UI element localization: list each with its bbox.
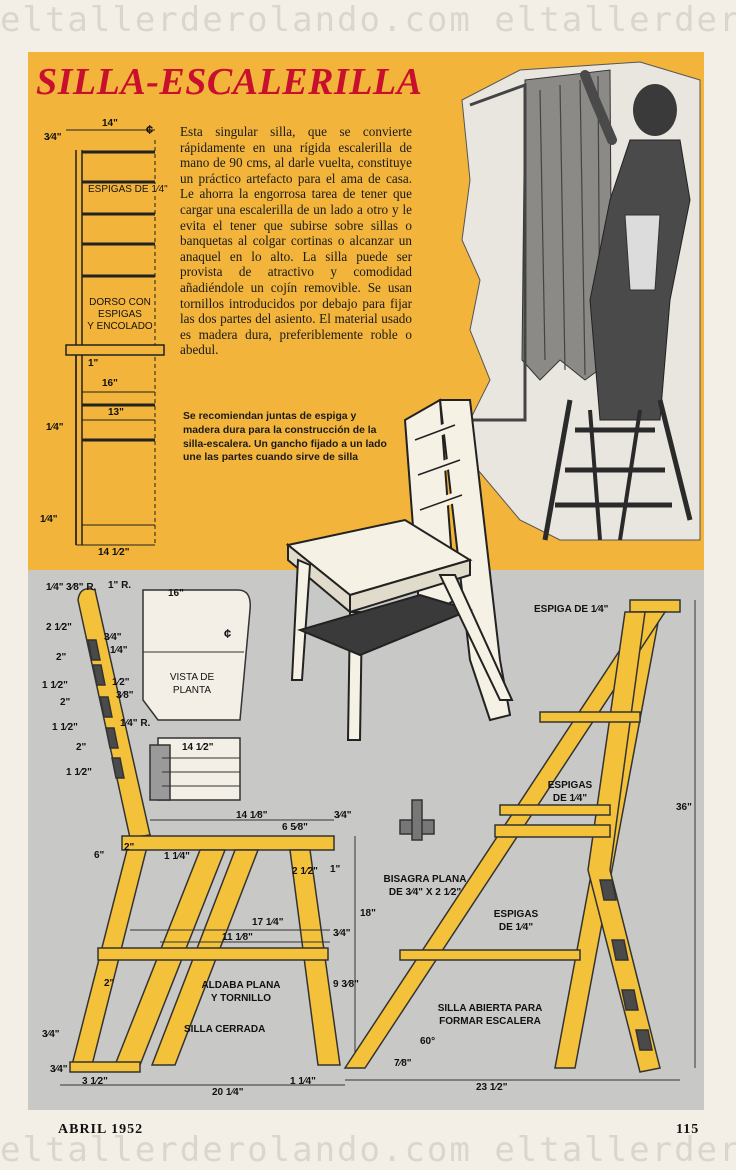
hinge-label: BISAGRA PLANA [383,874,467,885]
dim-label: 3⁄4" [333,928,351,939]
page-number: 115 [676,1122,700,1137]
dowel-label: ESPIGAS [547,780,593,791]
issue-date: ABRIL 1952 [58,1122,144,1137]
dim-label: 1" R. [108,580,132,591]
back-diagram [65,129,165,546]
open-chair-caption: FORMAR ESCALERA [439,1016,541,1027]
dim-label: 2" [104,978,115,989]
centerline-mark: ¢ [146,122,154,137]
dim-label: 2 1⁄2" [292,866,318,877]
hinge-label: DE 3⁄4" X 2 1⁄2" [388,887,462,898]
dim-label: 3 1⁄2" [82,1076,108,1087]
dim-label: 2" [124,842,135,853]
dowel-label: ESPIGA DE 1⁄4" [534,604,609,615]
dim-label: 1" [88,358,99,369]
dim-label: 1 1⁄4" [164,851,190,862]
dim-label: 14 1⁄8" [236,810,268,821]
dim-label: 14" [102,118,118,129]
dim-label: 18" [360,908,376,919]
dowel-label: DE 1⁄4" [552,793,588,804]
dim-label: 1⁄2" [112,677,130,688]
dim-label: 3⁄4" [42,1029,60,1040]
open-chair-caption: SILLA ABIERTA PARA [437,1003,543,1014]
chair-illustration [285,398,514,741]
dim-label: 3⁄8" [116,690,134,701]
dim-label: 6" [94,850,105,861]
plan-view-label: PLANTA [172,685,212,696]
dim-label: 3⁄4" [44,132,62,143]
dim-label: 9 3⁄8" [333,979,359,990]
construction-note: Se recomiendan juntas de espiga y madera… [183,411,387,464]
article-body: Esta singular silla, que se convierte rá… [180,124,412,358]
dim-label: 2" [56,652,67,663]
dim-label: 1⁄4" [46,582,64,593]
angle-label: 60° [420,1036,436,1047]
dim-label: 1 1⁄4" [290,1076,316,1087]
dim-label: 1⁄4" R. [120,718,151,729]
back-label: Y ENCOLADO [87,321,153,332]
dim-label: 3⁄4" [334,810,352,821]
plan-view-label: VISTA DE [169,672,215,683]
dim-label: 1" [330,864,341,875]
dim-label: 2" [76,742,87,753]
open-chair-diagram [343,599,696,1081]
back-label: ESPIGAS [98,309,142,320]
dim-label: 20 1⁄4" [212,1087,244,1098]
centerline-mark: ¢ [224,626,232,641]
dim-label: 3⁄4" [104,632,122,643]
dim-label: 14 1⁄2" [182,742,214,753]
dim-label: 23 1⁄2" [476,1082,508,1093]
dowel-label: DE 1⁄4" [498,922,534,933]
dim-label: 11 1⁄8" [222,932,253,943]
latch-label: Y TORNILLO [210,993,272,1004]
dim-label: 6 5⁄8" [282,822,308,833]
dowels-label: ESPIGAS DE 1⁄4" [88,184,168,195]
closed-chair-diagram [60,588,356,1086]
dim-label: 2" [60,697,71,708]
dim-label: 1 1⁄2" [66,767,92,778]
latch-label: ALDABA PLANA [201,980,281,991]
dim-label: 3⁄4" [50,1064,68,1075]
dowel-label: ESPIGAS [493,909,539,920]
dim-label: 1⁄4" [46,422,64,433]
closed-chair-caption: SILLA CERRADA [184,1024,266,1035]
dim-label: 1 1⁄2" [52,722,78,733]
dim-label: 17 1⁄4" [252,917,284,928]
dim-label: 14 1⁄2" [98,547,130,558]
woman-illustration [461,61,701,541]
dim-label: 1 1⁄2" [42,680,68,691]
dim-label: 7⁄8" [394,1058,412,1069]
dim-label: 16" [102,378,118,389]
dim-label: 36" [676,802,692,813]
back-label: DORSO CON [89,297,151,308]
dim-label: 16" [168,588,184,599]
dim-label: 1⁄4" [110,645,128,656]
page-title: SILLA-ESCALERILLA [36,61,423,103]
dim-label: 3⁄8" R. [66,582,97,593]
dim-label: 13" [108,407,124,418]
dim-label: 2 1⁄2" [46,622,72,633]
plan-view-diagram [142,589,251,801]
dim-label: 1⁄4" [40,514,58,525]
